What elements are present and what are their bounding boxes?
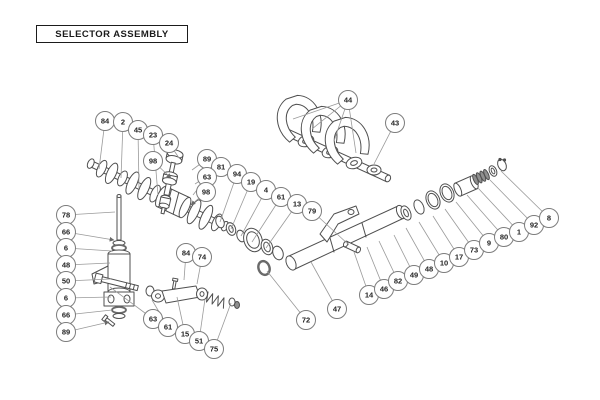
- svg-text:6: 6: [64, 294, 68, 303]
- svg-text:6: 6: [64, 244, 68, 253]
- svg-text:48: 48: [425, 265, 433, 274]
- leader-line: [500, 170, 550, 219]
- shaft-bearing-and-seals: [243, 227, 284, 277]
- svg-text:63: 63: [203, 173, 211, 182]
- balloon-14[interactable]: 14: [359, 285, 379, 305]
- leader-line: [266, 270, 307, 321]
- leader-line: [477, 187, 520, 233]
- balloon-49[interactable]: 49: [404, 265, 424, 285]
- svg-text:44: 44: [344, 96, 353, 105]
- svg-text:4: 4: [264, 186, 269, 195]
- lock-screw: [101, 314, 116, 327]
- svg-text:15: 15: [181, 330, 189, 339]
- balloon-74[interactable]: 74: [192, 247, 212, 267]
- balloon-98[interactable]: 98: [196, 182, 216, 202]
- balloon-6[interactable]: 6: [56, 238, 76, 258]
- plunger-spring: [205, 291, 225, 309]
- balloon-72[interactable]: 72: [296, 310, 316, 330]
- diagram-title-box: SELECTOR ASSEMBLY: [36, 25, 188, 43]
- svg-text:79: 79: [308, 207, 316, 216]
- balloon-66[interactable]: 66: [56, 305, 76, 325]
- balloon-44[interactable]: 44: [338, 90, 358, 110]
- balloon-98[interactable]: 98: [143, 151, 163, 171]
- svg-text:61: 61: [164, 323, 172, 332]
- svg-text:14: 14: [365, 291, 374, 300]
- svg-text:46: 46: [380, 285, 388, 294]
- svg-text:74: 74: [198, 253, 207, 262]
- roller-lever-assembly: [145, 277, 240, 309]
- svg-text:2: 2: [121, 118, 125, 127]
- assembly-artwork: [86, 90, 507, 327]
- svg-text:94: 94: [233, 170, 242, 179]
- balloon-8[interactable]: 8: [539, 208, 559, 228]
- svg-text:19: 19: [247, 178, 255, 187]
- svg-text:13: 13: [293, 200, 301, 209]
- svg-text:81: 81: [217, 163, 225, 172]
- svg-text:89: 89: [62, 328, 70, 337]
- balloon-84[interactable]: 84: [95, 111, 115, 131]
- svg-text:1: 1: [517, 228, 521, 237]
- balloon-78[interactable]: 78: [56, 205, 76, 225]
- svg-text:92: 92: [530, 221, 538, 230]
- svg-text:98: 98: [149, 157, 157, 166]
- svg-text:48: 48: [62, 261, 70, 270]
- svg-text:63: 63: [149, 315, 157, 324]
- shaft-spring-and-clips: [400, 157, 507, 221]
- leader-line: [489, 179, 535, 226]
- svg-text:49: 49: [410, 271, 418, 280]
- selector-forks: [270, 90, 382, 176]
- svg-text:17: 17: [455, 253, 463, 262]
- svg-text:75: 75: [210, 345, 218, 354]
- svg-text:66: 66: [62, 228, 70, 237]
- svg-text:98: 98: [202, 188, 210, 197]
- balloon-6[interactable]: 6: [56, 288, 76, 308]
- svg-text:50: 50: [62, 277, 70, 286]
- svg-text:45: 45: [134, 126, 142, 135]
- svg-text:43: 43: [391, 119, 399, 128]
- balloon-51[interactable]: 51: [189, 331, 209, 351]
- balloon-75[interactable]: 75: [204, 339, 224, 359]
- return-spring: [472, 168, 490, 186]
- balloon-47[interactable]: 47: [327, 299, 347, 319]
- svg-text:61: 61: [277, 193, 285, 202]
- svg-text:10: 10: [440, 259, 448, 268]
- svg-text:51: 51: [195, 337, 203, 346]
- svg-text:23: 23: [149, 131, 157, 140]
- svg-text:72: 72: [302, 316, 310, 325]
- balloon-43[interactable]: 43: [385, 113, 405, 133]
- svg-text:47: 47: [333, 305, 341, 314]
- balloon-89[interactable]: 89: [56, 322, 76, 342]
- balloon-50[interactable]: 50: [56, 271, 76, 291]
- balloon-84[interactable]: 84: [176, 243, 196, 263]
- svg-text:82: 82: [394, 277, 402, 286]
- diagram-title: SELECTOR ASSEMBLY: [55, 28, 169, 40]
- svg-text:24: 24: [165, 139, 174, 148]
- svg-text:89: 89: [203, 155, 211, 164]
- svg-text:73: 73: [470, 246, 478, 255]
- balloon-23[interactable]: 23: [143, 125, 163, 145]
- pivot-bolt: [93, 272, 139, 292]
- svg-text:78: 78: [62, 211, 70, 220]
- balloon-79[interactable]: 79: [302, 201, 322, 221]
- svg-text:80: 80: [500, 233, 508, 242]
- svg-text:9: 9: [487, 239, 491, 248]
- svg-text:84: 84: [182, 249, 191, 258]
- svg-text:8: 8: [547, 214, 551, 223]
- adjuster-lever-assembly: [91, 194, 135, 327]
- svg-text:84: 84: [101, 117, 110, 126]
- balloon-61[interactable]: 61: [158, 317, 178, 337]
- svg-text:66: 66: [62, 311, 70, 320]
- balloon-24[interactable]: 24: [159, 133, 179, 153]
- drum-end-washers: [215, 215, 246, 243]
